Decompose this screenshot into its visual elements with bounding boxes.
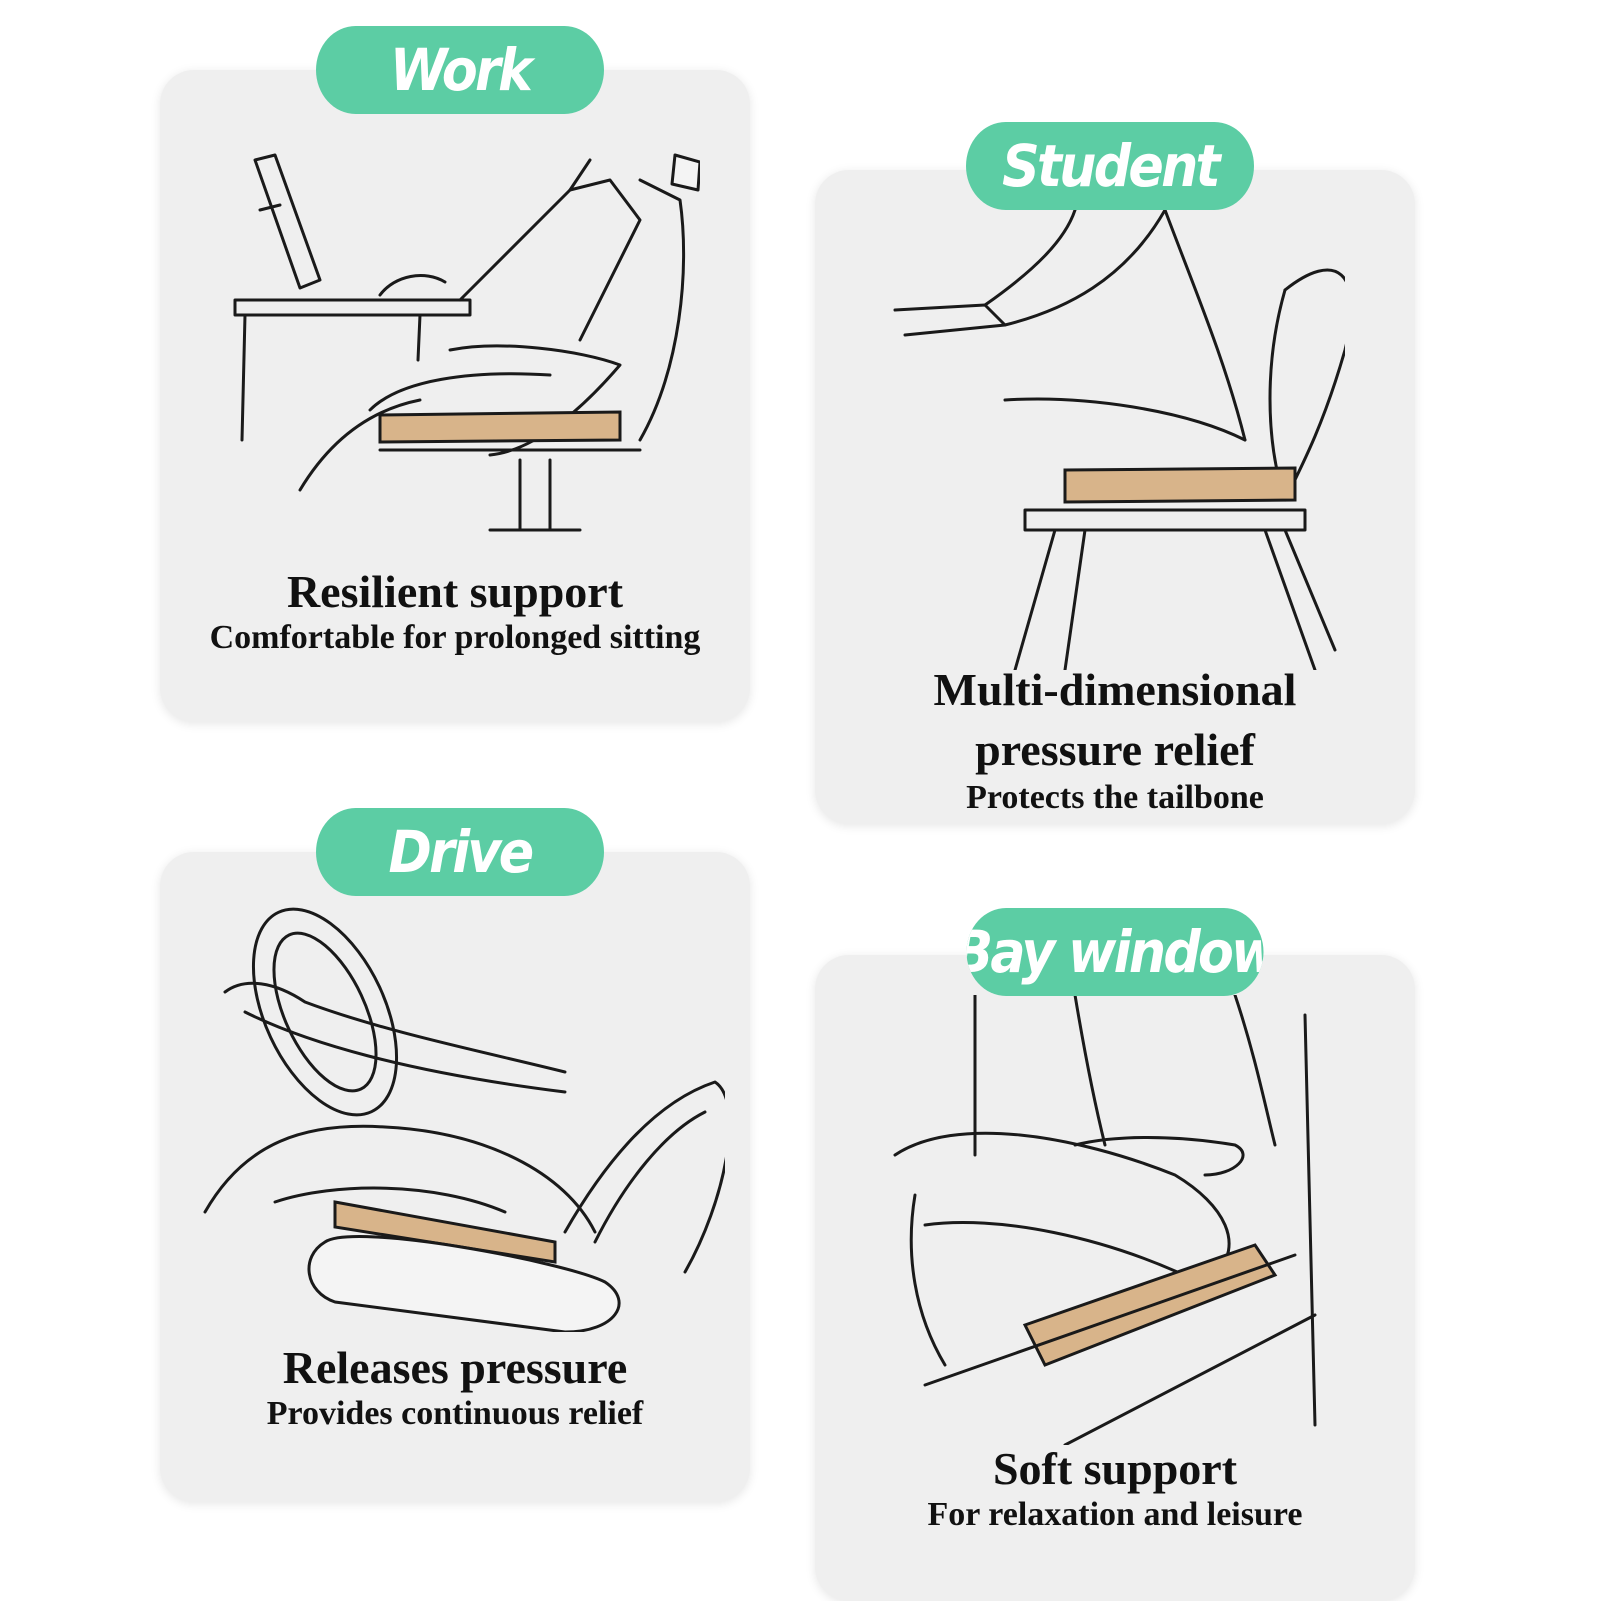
panel-student-tag: Student xyxy=(966,122,1254,210)
panel-bay-window-tag: Bay window xyxy=(966,908,1264,996)
panel-bay-window-title: Soft support xyxy=(992,1443,1238,1494)
office-chair-desk-illustration xyxy=(220,150,700,570)
panel-work-card: Resilient support Comfortable for prolon… xyxy=(160,70,750,722)
bay-window-seat-illustration xyxy=(875,995,1355,1445)
panel-bay-window-subtitle: For relaxation and leisure xyxy=(927,1496,1303,1533)
panel-student-subtitle: Protects the tailbone xyxy=(966,779,1264,816)
panel-bay-window-card: Soft support For relaxation and leisure xyxy=(815,955,1415,1601)
panel-drive-card: Releases pressure Provides continuous re… xyxy=(160,852,750,1502)
panel-student-title: Multi-dimensional pressure relief xyxy=(933,664,1297,775)
panel-work-title: Resilient support xyxy=(286,566,624,617)
panel-drive-subtitle: Provides continuous relief xyxy=(266,1395,644,1432)
panel-drive-title: Releases pressure xyxy=(282,1342,628,1393)
student-chair-illustration xyxy=(865,210,1345,670)
panel-work-tag: Work xyxy=(316,26,604,114)
panel-work-subtitle: Comfortable for prolonged sitting xyxy=(209,619,701,656)
panel-drive-tag: Drive xyxy=(316,808,604,896)
panel-student-card: Multi-dimensional pressure relief Protec… xyxy=(815,170,1415,824)
car-seat-steering-wheel-illustration xyxy=(185,902,725,1332)
